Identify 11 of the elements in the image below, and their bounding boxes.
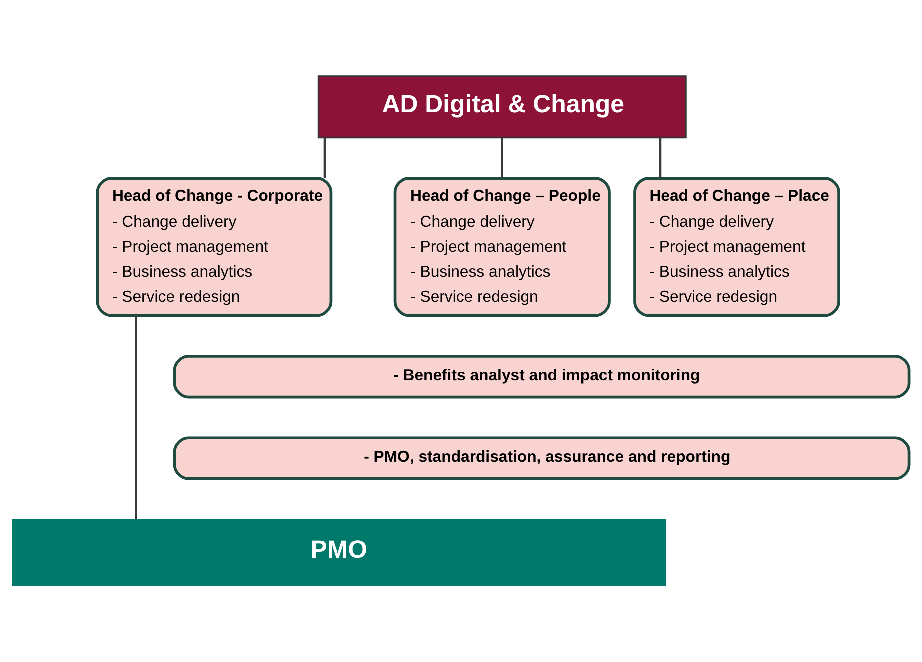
connector [659, 138, 662, 178]
node-box: Head of Change – People - Change delivery - Project management - Business analytics - Service redesign [394, 177, 611, 318]
node-box: AD Digital & Change [318, 76, 687, 139]
node-box: PMO [12, 519, 666, 586]
node-box: Head of Change - Corporate - Change delivery - Project management - Business analytics - Service redesign [96, 177, 333, 318]
connector [135, 316, 138, 520]
node-box: - PMO, standardisation, assurance and reporting [173, 436, 911, 480]
connector [324, 138, 326, 178]
node-box: - Benefits analyst and impact monitoring [173, 355, 911, 399]
connector [501, 138, 504, 178]
node-box: Head of Change – Place - Change delivery - Project management - Business analytics - Service redesign [634, 177, 840, 318]
